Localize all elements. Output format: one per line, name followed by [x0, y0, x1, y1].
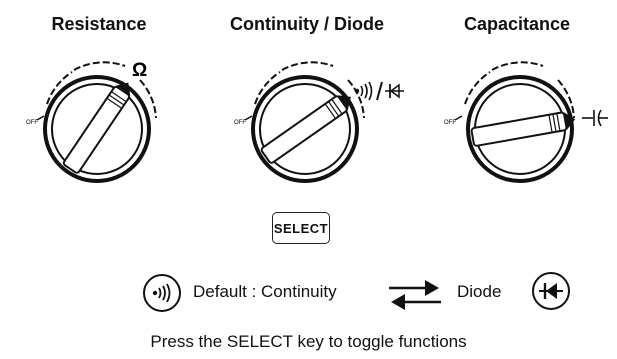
- continuity-off-label: OFF: [234, 120, 246, 126]
- default-continuity-label: Default : Continuity: [193, 282, 337, 301]
- capacitance-knob-pointer: [470, 111, 576, 147]
- capacitor-icon: [582, 109, 608, 127]
- resistance-off-label: OFF: [26, 120, 38, 126]
- resistance-title: Resistance: [51, 14, 147, 34]
- instruction-caption: Press the SELECT key to toggle functions: [150, 332, 467, 351]
- ohm-icon: Ω: [132, 60, 147, 81]
- resistance-knob-pointer: [62, 82, 131, 174]
- capacitance-off-label: OFF: [444, 120, 456, 126]
- continuity-sound-icon: [143, 274, 181, 312]
- continuity-knob-pointer: [260, 95, 351, 164]
- select-button[interactable]: SELECT: [272, 212, 330, 244]
- capacitance-title: Capacitance: [463, 14, 571, 34]
- diode-icon: [532, 272, 570, 310]
- capacitance-dial-ticks: [464, 61, 575, 119]
- continuity-diode-title: Continuity / Diode: [230, 14, 384, 34]
- swap-arrows-icon: [389, 280, 441, 310]
- continuity-diode-symbol-icon: [354, 81, 404, 101]
- resistance-dial-ticks: [46, 61, 157, 119]
- continuity-dial-ticks: [254, 61, 365, 119]
- function-toggle-legend: Default : Continuity Diode: [0, 270, 617, 314]
- diode-label: Diode: [457, 282, 502, 301]
